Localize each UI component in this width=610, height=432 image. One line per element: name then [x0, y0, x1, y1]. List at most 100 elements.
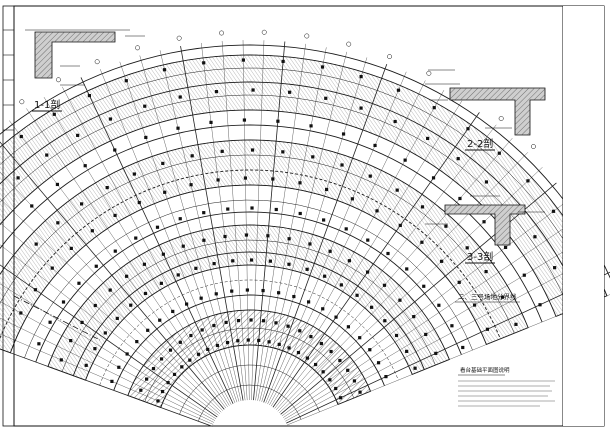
axis-bubble: [135, 45, 140, 51]
pile-cap: [277, 342, 281, 346]
pile-cap: [168, 348, 173, 352]
pile-cap: [76, 133, 80, 137]
pile-cap: [266, 234, 270, 238]
pile-cap: [485, 327, 490, 331]
pile-cap: [472, 303, 477, 307]
pile-cap: [59, 358, 63, 362]
pile-cap: [214, 292, 218, 296]
pile-cap: [225, 340, 230, 345]
pile-cap: [396, 88, 401, 92]
pile-cap: [113, 249, 117, 253]
pile-cap: [366, 238, 370, 242]
radial-axis: [26, 108, 228, 407]
pile-cap: [244, 233, 249, 237]
radial-axis: [0, 244, 219, 416]
pile-cap: [309, 335, 313, 339]
pile-cap: [243, 176, 248, 180]
pile-cap: [50, 266, 54, 270]
pile-cap: [482, 220, 486, 224]
pile-cap: [33, 288, 37, 292]
pile-cap: [220, 149, 224, 153]
pile-cap: [214, 90, 219, 94]
pile-cap: [286, 324, 290, 328]
pile-cap: [181, 244, 185, 248]
section-detail-2-2: 2-2剖: [425, 69, 546, 151]
pile-cap: [90, 229, 94, 233]
pile-cap: [105, 185, 109, 190]
pile-cap: [139, 388, 143, 392]
pile-cap: [311, 155, 315, 159]
pile-cap: [328, 378, 332, 382]
pile-cap: [484, 180, 489, 184]
pile-cap: [267, 340, 271, 344]
pile-cap: [320, 65, 325, 69]
pile-cap: [420, 240, 424, 244]
pile-cap: [117, 365, 121, 369]
pile-cap: [146, 328, 150, 332]
pile-cap: [456, 157, 460, 161]
pile-cap: [189, 333, 193, 338]
phase-boundary-label: 二、三号场地分界线: [455, 292, 520, 303]
grid-arc: [160, 344, 339, 408]
pile-cap: [533, 235, 537, 239]
pile-cap: [189, 183, 193, 187]
title-block-mask: [563, 6, 604, 426]
pile-cap: [298, 329, 302, 333]
pile-cap: [355, 293, 359, 297]
pile-cap: [277, 291, 281, 295]
pile-cap: [241, 58, 245, 62]
pile-cap: [151, 367, 156, 371]
radial-axis: [180, 46, 244, 401]
pile-cap: [386, 251, 390, 256]
radial-axis: [0, 198, 222, 413]
axis-bubble: [19, 99, 25, 105]
pile-cap: [103, 331, 107, 335]
pile-cap: [202, 61, 206, 65]
pile-cap: [298, 181, 302, 185]
radial-axis: [221, 40, 248, 401]
pile-cap: [329, 349, 333, 354]
pile-cap: [230, 289, 234, 293]
pile-cap: [368, 348, 372, 352]
plan-notes: 看台基础平面图说明: [458, 366, 555, 407]
pile-cap: [274, 321, 278, 325]
phase-boundary-line: [13, 295, 101, 341]
pile-cap: [309, 124, 313, 128]
pile-cap: [249, 258, 254, 262]
pile-cap: [359, 75, 363, 79]
pile-cap: [250, 148, 255, 152]
pile-cap: [484, 269, 488, 274]
pile-cap: [308, 242, 312, 246]
pile-cap: [522, 273, 526, 277]
pile-cap: [341, 132, 346, 136]
pile-cap: [162, 68, 167, 72]
pile-cap: [144, 135, 148, 140]
section-title-1-1: 1-1剖: [34, 98, 60, 111]
pile-cap: [526, 179, 530, 183]
pile-cap: [497, 151, 501, 155]
pile-cap: [352, 379, 357, 383]
pile-cap: [171, 309, 175, 314]
svg-text:看台基础平面图说明: 看台基础平面图说明: [460, 366, 510, 374]
radial-axis: [0, 141, 225, 410]
radial-axis: [251, 40, 265, 401]
pile-cap: [156, 399, 160, 403]
pile-cap: [339, 396, 343, 400]
pile-cap: [398, 223, 402, 227]
radial-axis: [285, 252, 604, 422]
pile-cap: [358, 336, 362, 340]
pile-cap: [163, 190, 167, 194]
pile-cap: [155, 225, 160, 229]
axis-bubble: [261, 29, 267, 35]
pile-cap: [125, 274, 129, 278]
pile-cap: [77, 281, 81, 285]
pile-cap: [334, 386, 338, 391]
pile-cap: [450, 324, 454, 328]
radial-axis: [0, 348, 213, 427]
pile-cap: [199, 296, 203, 300]
pile-cap: [383, 319, 387, 323]
pile-cap: [274, 207, 278, 212]
pile-cap: [538, 303, 542, 307]
pile-cap: [159, 281, 163, 285]
pile-cap: [384, 375, 388, 379]
